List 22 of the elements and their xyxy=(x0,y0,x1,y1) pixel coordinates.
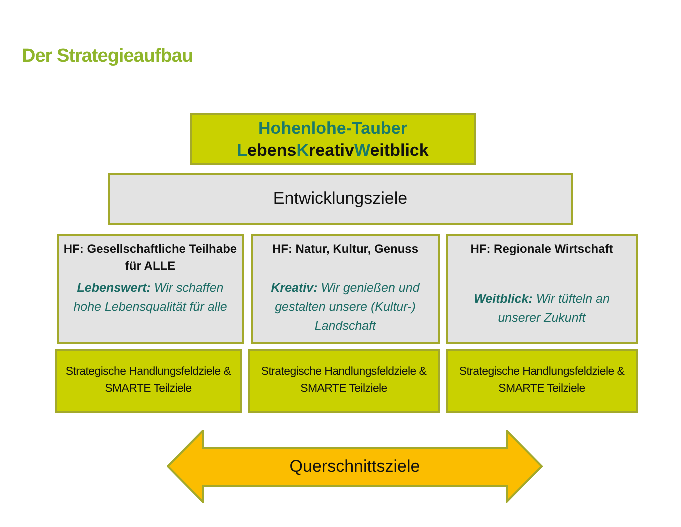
region-name: Hohenlohe-Tauber xyxy=(258,118,408,140)
action-field-box xyxy=(251,234,440,344)
field-heading: HF: Natur, Kultur, Genuss xyxy=(272,241,418,258)
goal-box xyxy=(108,173,573,225)
subgoal-box xyxy=(248,349,440,413)
field-motto: Kreativ: Wir genießen und gestalten unsere (Kultur-) Landschaft xyxy=(270,280,422,335)
action-field-box xyxy=(446,234,638,344)
action-field-box xyxy=(57,234,244,344)
subgoal-label: Strategische Handlungsfeldziele & SMARTE Teilziele xyxy=(260,365,428,397)
vision-box xyxy=(190,113,476,165)
field-heading: HF: Regionale Wirtschaft xyxy=(470,241,614,258)
field-motto: Lebenswert: Wir schaffen hohe Lebensqualität für alle xyxy=(72,280,228,316)
page-title: Der Strategieaufbau xyxy=(22,46,194,68)
slogan: LebensKreativWeitblick xyxy=(237,140,429,162)
arrow-label: Querschnittsziele xyxy=(290,456,420,476)
field-motto: Weitblick: Wir tüfteln an unserer Zukunft xyxy=(473,291,611,327)
field-heading: HF: Gesellschaftliche Teilhabe für ALLE xyxy=(63,241,238,275)
subgoal-label: Strategische Handlungsfeldziele & SMARTE Teilziele xyxy=(64,365,232,397)
subgoal-box xyxy=(55,349,242,413)
subgoal-box xyxy=(446,349,638,413)
subgoal-label: Strategische Handlungsfeldziele & SMARTE Teilziele xyxy=(458,365,626,397)
goal-label: Entwicklungsziele xyxy=(273,189,408,209)
